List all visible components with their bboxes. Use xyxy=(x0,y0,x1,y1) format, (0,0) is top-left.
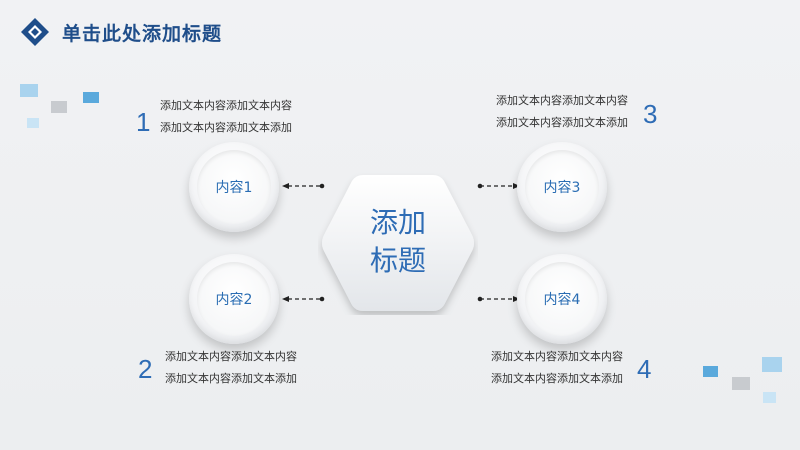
item-text-line: 添加文本内容添加文本内容 xyxy=(491,350,623,363)
item-number-3: 3 xyxy=(643,99,658,129)
connector-4 xyxy=(477,296,520,302)
content-circle-4: 内容4 xyxy=(517,254,607,344)
item-text-4: 添加文本内容添加文本内容 添加文本内容添加文本添加 xyxy=(491,346,623,390)
content-circle-1: 内容1 xyxy=(189,142,279,232)
decor-square xyxy=(83,92,99,103)
center-title-line: 标题 xyxy=(369,244,426,277)
item-text-line: 添加文本内容添加文本添加 xyxy=(496,116,628,129)
item-text-line: 添加文本内容添加文本添加 xyxy=(160,121,292,134)
circle-label-2: 内容2 xyxy=(215,292,253,308)
connector-3 xyxy=(477,183,520,189)
decor-square xyxy=(763,392,776,403)
decor-square xyxy=(762,357,782,372)
content-circle-2: 内容2 xyxy=(189,254,279,344)
center-title-line: 添加 xyxy=(369,206,426,239)
item-text-2: 添加文本内容添加文本内容 添加文本内容添加文本添加 xyxy=(165,346,297,390)
center-hexagon xyxy=(322,175,474,311)
decor-square xyxy=(51,101,67,113)
center-title: 添加 标题 xyxy=(318,204,478,280)
item-text-3: 添加文本内容添加文本内容 添加文本内容添加文本添加 xyxy=(496,90,628,134)
circle-label-1: 内容1 xyxy=(215,180,253,196)
decor-square xyxy=(732,377,750,390)
page-title: 单击此处添加标题 xyxy=(62,23,223,45)
item-text-line: 添加文本内容添加文本内容 xyxy=(165,350,297,363)
circle-label-3: 内容3 xyxy=(543,180,581,196)
connector-1 xyxy=(282,183,325,189)
logo-icon xyxy=(21,18,49,46)
item-number-4: 4 xyxy=(637,354,652,384)
content-circle-3: 内容3 xyxy=(517,142,607,232)
circle-label-4: 内容4 xyxy=(543,292,581,308)
decor-square xyxy=(20,84,38,97)
item-text-1: 添加文本内容添加文本内容 添加文本内容添加文本添加 xyxy=(160,95,292,139)
item-text-line: 添加文本内容添加文本内容 xyxy=(160,99,292,112)
item-number-2: 2 xyxy=(138,354,153,384)
connector-2 xyxy=(282,296,325,302)
item-text-line: 添加文本内容添加文本添加 xyxy=(491,372,623,385)
item-text-line: 添加文本内容添加文本内容 xyxy=(496,94,628,107)
item-text-line: 添加文本内容添加文本添加 xyxy=(165,372,297,385)
decor-square xyxy=(27,118,39,128)
item-number-1: 1 xyxy=(136,107,151,137)
decor-square xyxy=(703,366,718,377)
